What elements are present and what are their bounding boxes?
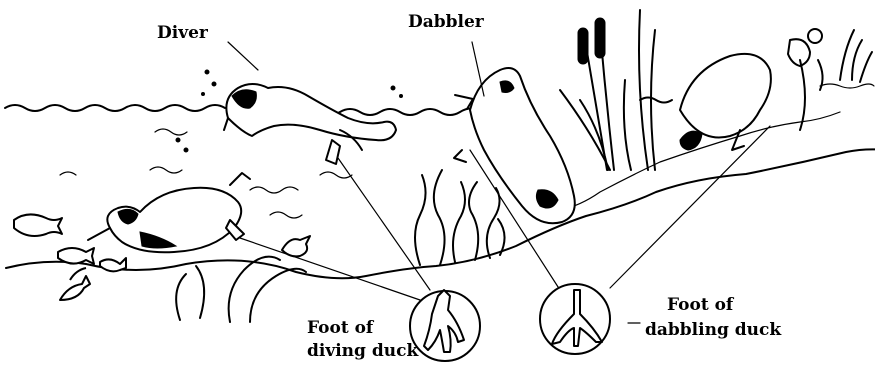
dabbler-foot-leader-2 — [610, 126, 770, 288]
diver-label: Diver — [157, 23, 208, 43]
foot-diving-label-line2: diving duck — [307, 341, 418, 361]
diver-leader-line — [228, 42, 258, 70]
dabbling-duck-foot-inset — [540, 284, 610, 354]
shore-grass — [808, 29, 872, 90]
foot-diving-label-line1: Foot of — [307, 318, 373, 338]
dabbler-label: Dabbler — [408, 12, 484, 32]
foot-dabbling-label-line1: Foot of — [667, 295, 733, 315]
diving-duck-underwater — [88, 173, 250, 252]
diver-foot-leader-2 — [240, 238, 420, 300]
foot-dabbling-label-line2: dabbling duck — [645, 320, 781, 340]
dabbler-duck-upended — [454, 68, 575, 223]
pond-bottom — [6, 112, 875, 278]
diving-duck-foot-inset — [410, 290, 480, 361]
dabbling-duck-right — [680, 39, 810, 150]
cattails — [560, 10, 655, 170]
dabbler-leader-line — [472, 42, 484, 96]
diver-duck-diving — [224, 84, 396, 164]
